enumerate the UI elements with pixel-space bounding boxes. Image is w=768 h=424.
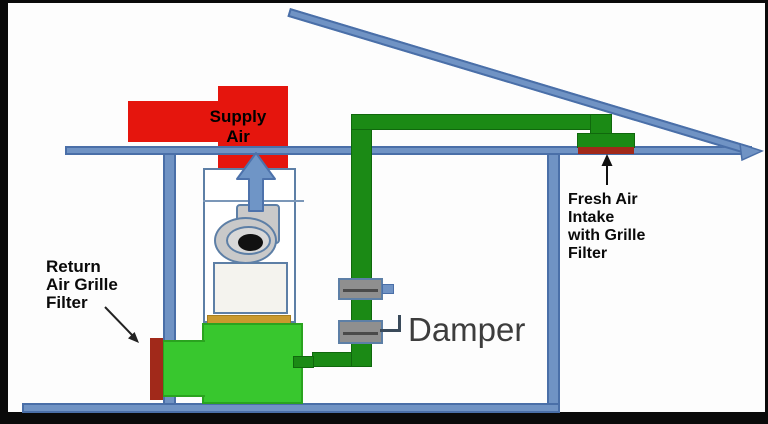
fresh-intake-label-line3: with Grille [568, 227, 646, 244]
return-filter-label-line3: Filter [46, 293, 88, 312]
damper-label: Damper [408, 311, 526, 348]
burner-box [213, 262, 288, 314]
fresh-duct-stub [293, 356, 314, 368]
fresh-intake-label-line2: Intake [568, 209, 615, 226]
supply-airflow-arrow-icon [236, 152, 276, 212]
fresh-intake-label-line4: Filter [568, 245, 608, 262]
fresh-intake-label-line1: Fresh Air [568, 191, 638, 208]
return-filter-label-line1: Return [46, 257, 101, 276]
intake-hood [577, 133, 635, 148]
return-plenum-snout [162, 340, 205, 397]
damper-upper [338, 278, 383, 300]
return-filter-label: Return Air Grille Filter [46, 258, 118, 312]
supply-air-label: Supply Air [202, 107, 274, 147]
floor-slab [22, 403, 560, 413]
supply-duct-arm [128, 101, 223, 142]
return-filter-label-line2: Air Grille [46, 275, 118, 294]
return-filter-arrow-icon [104, 306, 139, 343]
diagram-canvas [8, 3, 765, 412]
damper-upper-slot [343, 289, 378, 292]
intake-grille-filter [578, 147, 634, 154]
damper-lower-handle-h [380, 329, 401, 332]
blower-hub [238, 234, 263, 251]
furnace-base [202, 323, 303, 404]
damper-lower-slot [343, 332, 378, 335]
right-wall [547, 153, 560, 405]
damper-lower [338, 320, 383, 344]
supply-air-label-line2: Air [226, 127, 250, 146]
damper-lower-handle-v [398, 315, 401, 332]
fresh-intake-label: Fresh Air Intake with Grille Filter [568, 191, 645, 263]
supply-air-label-line1: Supply [209, 107, 267, 126]
return-grille-filter [150, 338, 163, 400]
roof-eave-tip [739, 142, 764, 162]
damper-upper-handle-tab [382, 284, 394, 294]
fresh-air-arrow-icon [601, 154, 613, 185]
fresh-duct-horizontal [351, 114, 593, 130]
